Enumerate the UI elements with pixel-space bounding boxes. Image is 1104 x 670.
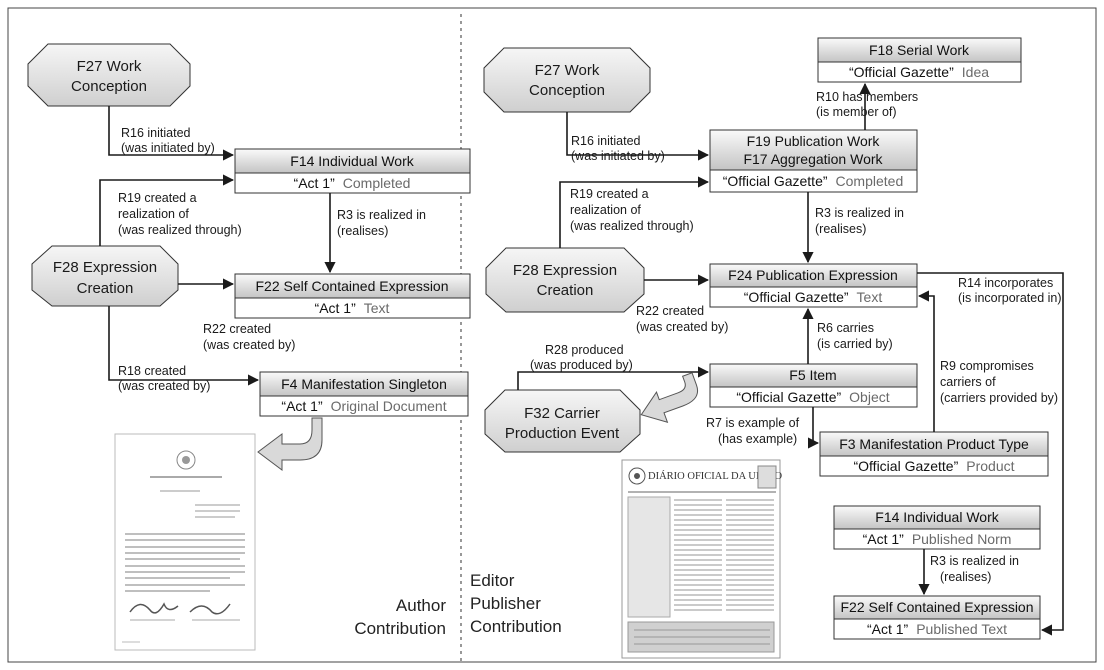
editor-f28-line1: F28 Expression [513,262,617,279]
editor-r19-line3: (was realized through) [570,219,694,233]
editor-f14-box: F14 Individual Work “Act 1”Published Nor… [833,505,1041,550]
author-r18-line2: (was created by) [118,379,210,393]
editor-f22-value-line: “Act 1”Published Text [867,621,1007,637]
editor-derivation-arrow-icon [640,372,699,423]
editor-contribution-line3: Contribution [470,617,562,636]
editor-r16-line1: R16 initiated [571,134,641,148]
author-f22-header: F22 Self Contained Expression [256,278,449,294]
editor-r19-line1: R19 created a [570,187,649,201]
editor-f19-header: F19 Publication Work [747,133,881,149]
author-derivation-arrow-icon [257,417,323,471]
author-f28-line2: Creation [77,280,134,297]
author-document-image [114,433,256,651]
editor-r10-line2: (is member of) [816,105,897,119]
editor-f27-event: F27 Work Conception [483,47,651,113]
editor-r7-line1: R7 is example of [706,416,800,430]
editor-r10-line1: R10 has members [816,90,918,104]
editor-r6-line1: R6 carries [817,321,874,335]
editor-r14-line1: R14 incorporates [958,276,1053,290]
author-connectors [99,106,336,386]
author-r3-line2: (realises) [337,224,388,238]
gazette-document-image: DIÁRIO OFICIAL DA UNIÃO [621,459,782,659]
editor-f24-box: F24 Publication Expression “Official Gaz… [709,263,918,308]
author-f14-value-line: “Act 1”Completed [294,175,411,191]
editor-r3-line1: R3 is realized in [815,206,904,220]
author-f14-header: F14 Individual Work [290,153,414,169]
author-f4-box: F4 Manifestation Singleton “Act 1”Origin… [259,371,469,417]
editor-f27-line2: Conception [529,82,605,99]
author-r19-line1: R19 created a [118,191,197,205]
editor-contribution-line2: Publisher [470,594,541,613]
author-r16-line2: (was initiated by) [121,141,215,155]
editor-f17-header: F17 Aggregation Work [743,151,883,167]
author-f14-box: F14 Individual Work “Act 1”Completed [234,148,471,194]
editor-f18-value-line: “Official Gazette”Idea [849,64,989,80]
author-f27-event: F27 Work Conception [27,43,191,107]
editor-f32-line2: Production Event [505,425,620,442]
author-f27-line1: F27 Work [77,58,142,75]
editor-f5-value-line: “Official Gazette”Object [736,389,889,405]
editor-connectors [517,82,1064,636]
editor-r9-line3: (carriers provided by) [940,391,1058,405]
editor-f14-header: F14 Individual Work [875,509,999,525]
author-r16-line1: R16 initiated [121,126,191,140]
editor-f14-value-line: “Act 1”Published Norm [863,531,1012,547]
author-f28-event: F28 Expression Creation [31,245,179,307]
editor-r7-line2: (has example) [718,432,797,446]
editor-f18-box: F18 Serial Work “Official Gazette”Idea [817,37,1022,83]
editor-r22-line2: (was created by) [636,320,728,334]
author-r19-line2: realization of [118,207,189,221]
editor-r19-line2: realization of [570,203,641,217]
editor-f19-value-line: “Official Gazette”Completed [723,173,903,189]
editor-f5-header: F5 Item [789,367,836,383]
frame [7,7,1097,663]
editor-f28-line2: Creation [537,282,594,299]
author-r18-line1: R18 created [118,364,186,378]
editor-r16-line2: (was initiated by) [571,149,665,163]
author-f4-header: F4 Manifestation Singleton [281,376,447,392]
author-contribution-line1: Author [396,596,446,615]
editor-f5-box: F5 Item “Official Gazette”Object [709,363,918,408]
gazette-title: DIÁRIO OFICIAL DA UNIÃO [648,470,782,482]
editor-r3b-line1: R3 is realized in [930,554,1019,568]
editor-f3-box: F3 Manifestation Product Type “Official … [819,431,1049,477]
author-f22-box: F22 Self Contained Expression “Act 1”Tex… [234,273,471,319]
editor-f27-line1: F27 Work [535,62,600,79]
editor-f18-header: F18 Serial Work [869,42,970,58]
editor-r3-line2: (realises) [815,222,866,236]
author-f4-value-line: “Act 1”Original Document [281,398,446,414]
editor-r3b-line2: (realises) [940,570,991,584]
editor-f32-event: F32 Carrier Production Event [484,389,641,453]
author-f22-value-line: “Act 1”Text [315,300,390,316]
author-r22-line2: (was created by) [203,338,295,352]
editor-r14-line2: (is incorporated in) [958,291,1062,305]
author-f27-line2: Conception [71,78,147,95]
editor-f32-line1: F32 Carrier [524,405,600,422]
editor-r22-line1: R22 created [636,304,704,318]
author-r19-line3: (was realized through) [118,223,242,237]
editor-f24-header: F24 Publication Expression [728,267,898,283]
author-r22-line1: R22 created [203,322,271,336]
editor-r6-line2: (is carried by) [817,337,893,351]
editor-contribution-line1: Editor [470,571,515,590]
editor-r28-line1: R28 produced [545,343,624,357]
editor-f3-header: F3 Manifestation Product Type [839,436,1029,452]
editor-f22-header: F22 Self Contained Expression [841,599,1034,615]
editor-f19-box: F19 Publication Work F17 Aggregation Wor… [709,129,918,193]
editor-f28-event: F28 Expression Creation [485,247,645,313]
editor-r9-line2: carriers of [940,375,996,389]
author-contribution-line2: Contribution [354,619,446,638]
author-r3-line1: R3 is realized in [337,208,426,222]
author-f28-line1: F28 Expression [53,259,157,276]
editor-f3-value-line: “Official Gazette”Product [853,458,1014,474]
editor-f22-box: F22 Self Contained Expression “Act 1”Pub… [833,595,1041,640]
editor-r9-line1: R9 compromises [940,359,1034,373]
editor-r28-line2: (was produced by) [530,358,633,372]
editor-f24-value-line: “Official Gazette”Text [744,289,883,305]
